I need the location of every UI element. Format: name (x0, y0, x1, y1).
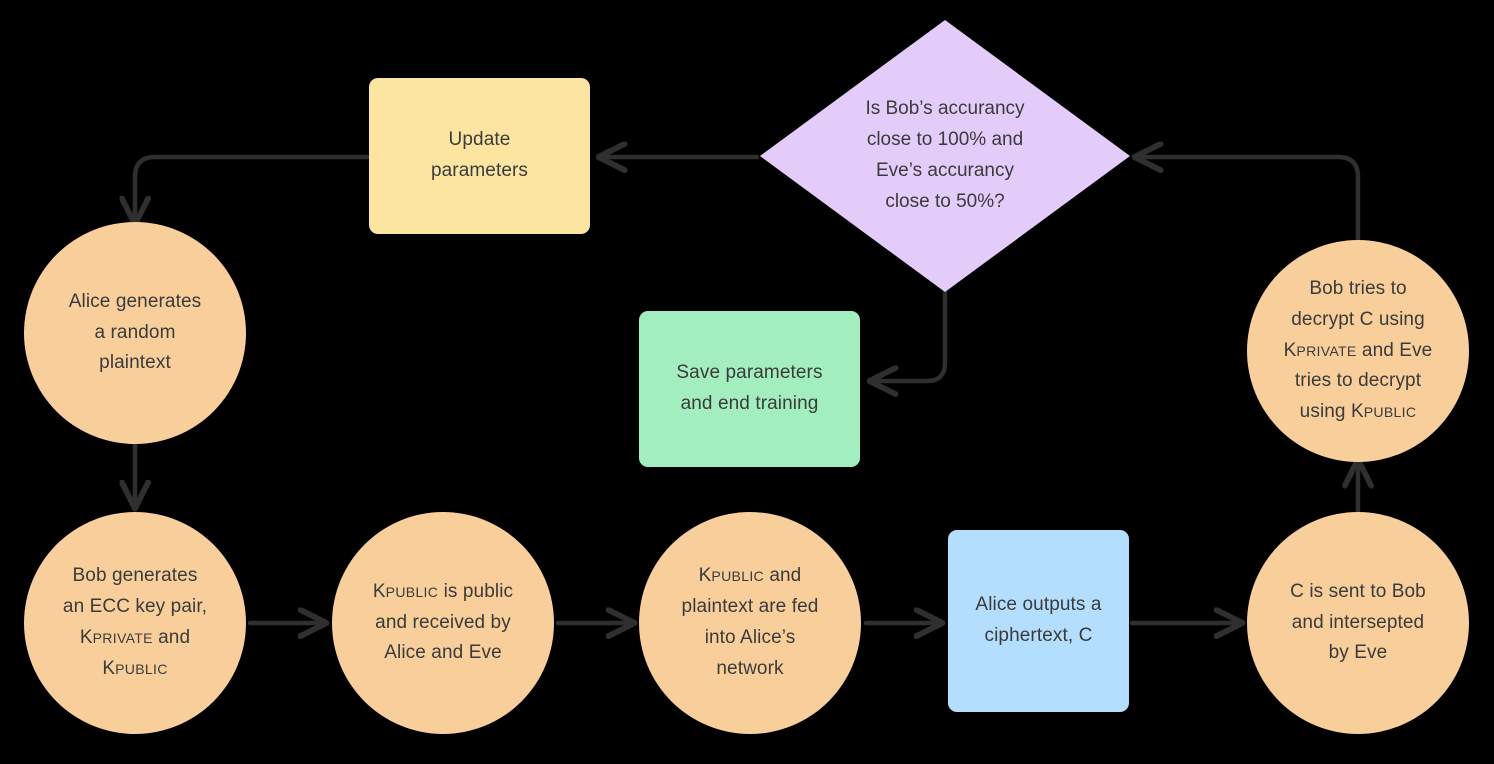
node-kpublic-is-public[interactable]: KPUBLIC is public and received by Alice an… (332, 512, 554, 734)
kpublic-line3: Alice and Eve (384, 642, 502, 664)
bob-keypair-k1: K (79, 627, 93, 648)
bob-keypair-sub2: PUBLIC (115, 660, 168, 677)
node-save-parameters[interactable]: Save parameters and end training (639, 311, 860, 467)
node-c-sent-to-bob[interactable]: C is sent to Bob and intersepted by Eve (1247, 512, 1469, 734)
node-fed-into-network-label: KPUBLIC and plaintext are fed into Alice’s… (676, 561, 825, 684)
node-alice-outputs-ciphertext[interactable]: Alice outputs a ciphertext, C (948, 530, 1129, 712)
fed-k1: K (698, 565, 712, 587)
node-update-parameters-label: Update parameters (430, 129, 529, 181)
bob-keypair-line3-rest: and (152, 627, 191, 648)
kpublic-k1: K (372, 580, 386, 602)
node-save-parameters-label: Save parameters and end training (676, 362, 823, 414)
node-decision[interactable]: Is Bob’s accurancy close to 100% and Eve… (760, 20, 1130, 292)
kpublic-sub1: PUBLIC (385, 583, 439, 600)
node-c-sent-to-bob-label: C is sent to Bob and intersepted by Eve (1290, 580, 1426, 664)
node-alice-generates-plaintext[interactable]: Alice generates a random plaintext (24, 222, 246, 444)
node-alice-outputs-ciphertext-label: Alice outputs a ciphertext, C (975, 594, 1102, 646)
fed-sub1: PUBLIC (711, 568, 764, 585)
node-update-parameters[interactable]: Update parameters (369, 78, 590, 234)
bob-decrypt-line4: tries to decrypt (1294, 370, 1422, 392)
bob-keypair-k2: K (102, 657, 116, 679)
edge-update-to-alice (135, 154, 372, 222)
bob-decrypt-k1: K (1283, 339, 1297, 361)
bob-decrypt-line3-rest: and Eve (1356, 339, 1433, 361)
bob-decrypt-line2: decrypt C using (1291, 308, 1425, 330)
node-alice-generates-plaintext-label: Alice generates a random plaintext (68, 290, 202, 374)
bob-keypair-sub1: PRIVATE (92, 630, 153, 646)
bob-decrypt-k2: K (1350, 401, 1364, 423)
fed-line3: into Alice’s (704, 627, 796, 648)
kpublic-line2: and received by (375, 611, 511, 633)
edge-decision-to-save (872, 289, 948, 381)
node-decision-label: Is Bob’s accurancy close to 100% and Eve… (865, 98, 1025, 212)
bob-decrypt-sub1: PRIVATE (1296, 342, 1357, 359)
fed-line4: network (716, 657, 784, 679)
bob-keypair-line2: an ECC key pair, (62, 596, 208, 618)
kpublic-line1-rest: is public (438, 580, 514, 602)
fed-line1-rest: and (763, 565, 802, 587)
node-fed-into-network[interactable]: KPUBLIC and plaintext are fed into Alice’s… (639, 512, 861, 734)
node-kpublic-is-public-label: KPUBLIC is public and received by Alice an… (367, 577, 519, 669)
edge-bobdecrypt-to-decision (1137, 157, 1361, 243)
bob-decrypt-line5-rest: using (1299, 401, 1351, 423)
fed-line2: plaintext are fed (681, 596, 819, 618)
bob-keypair-line1: Bob generates (72, 565, 198, 587)
bob-decrypt-sub2: PUBLIC (1363, 404, 1417, 421)
bob-decrypt-line1: Bob tries to (1309, 278, 1407, 300)
